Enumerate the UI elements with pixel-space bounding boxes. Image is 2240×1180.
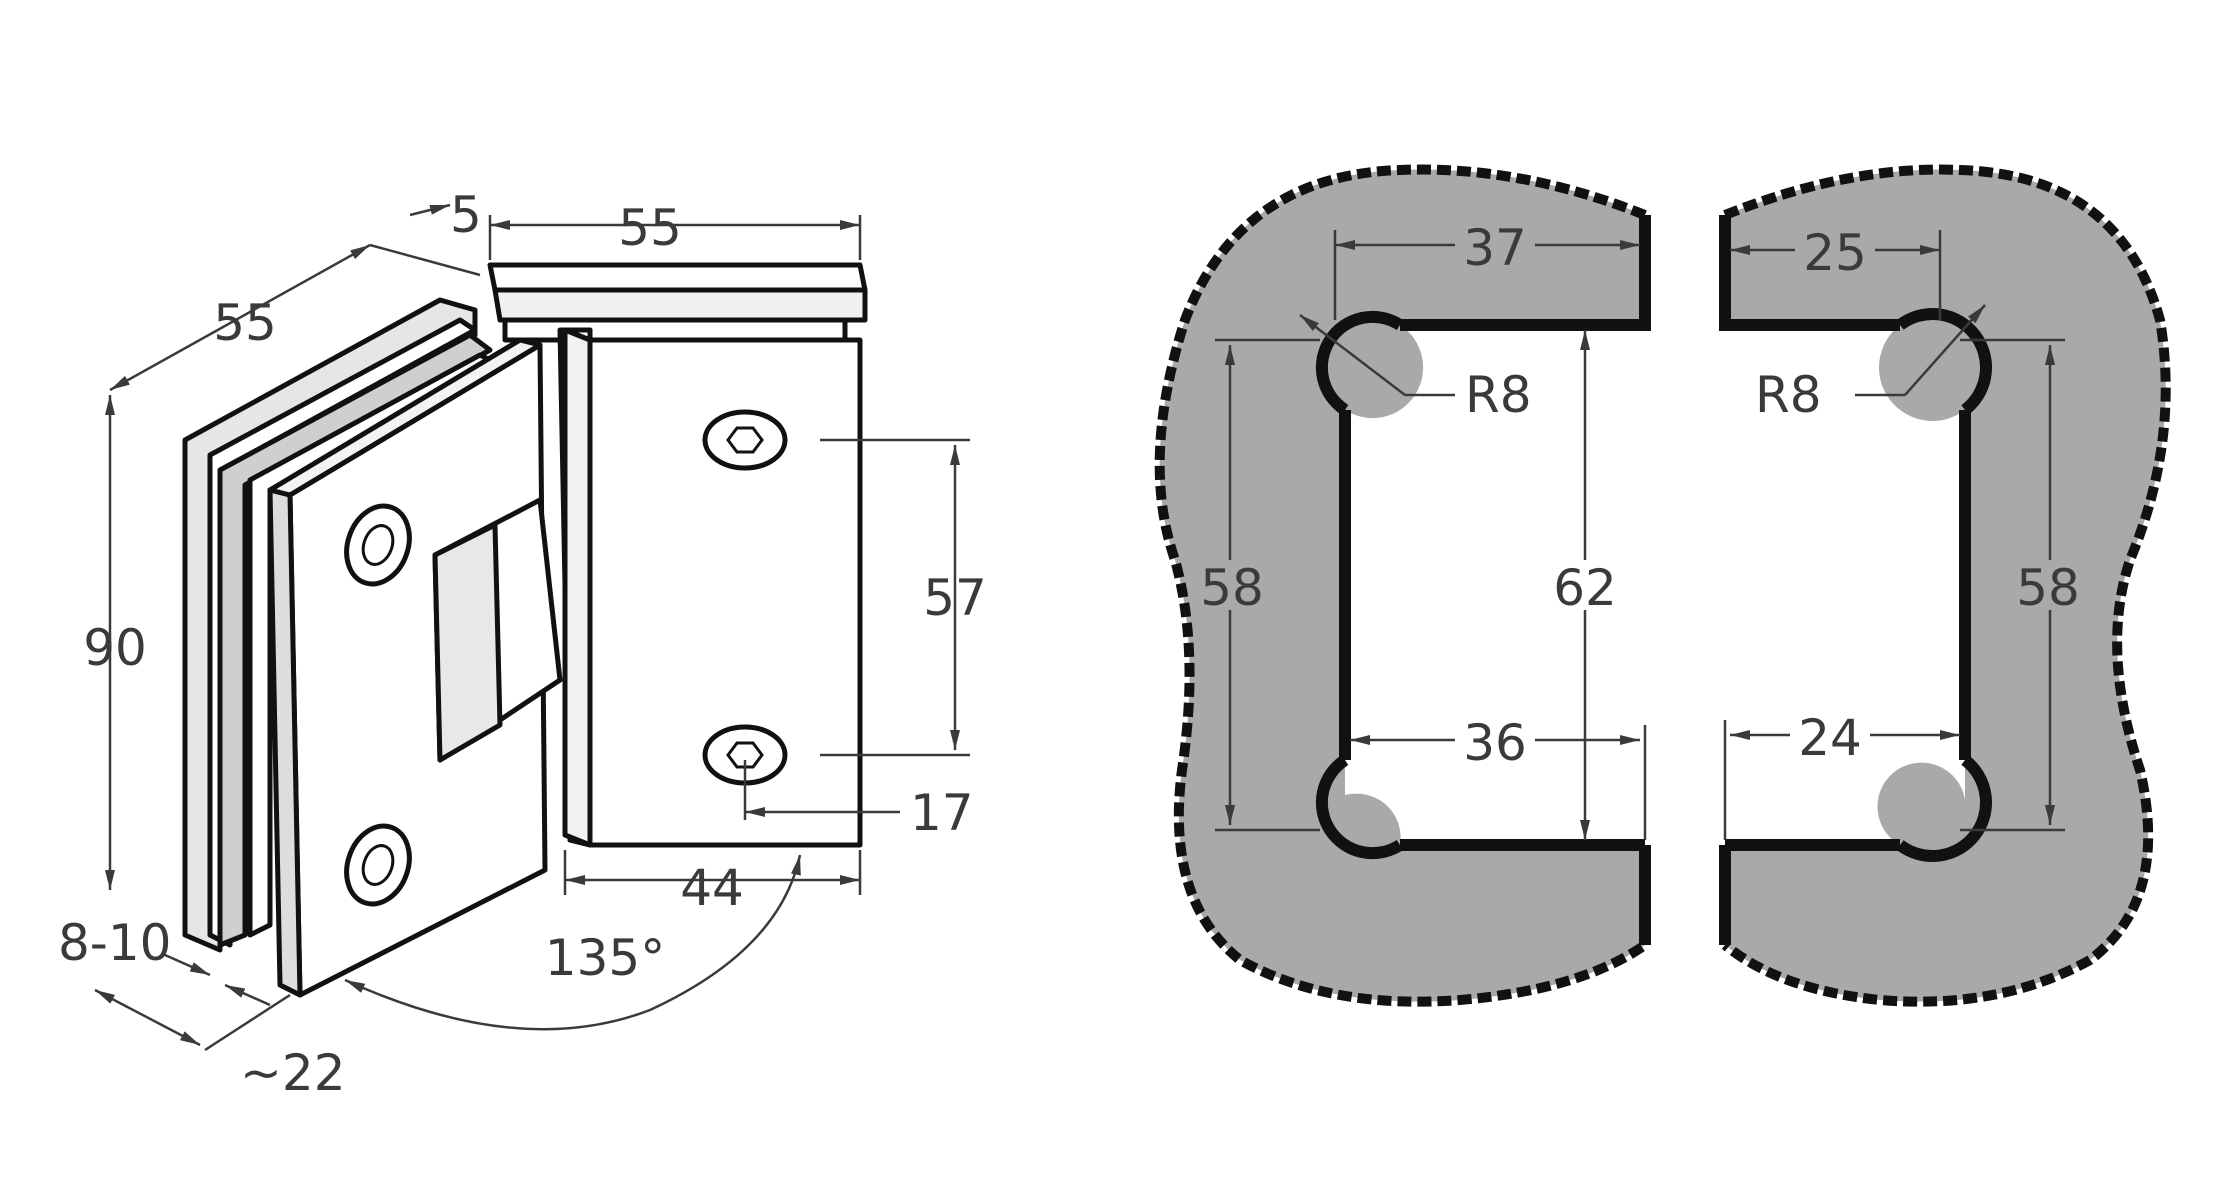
glass-cutout-view: 37 25 R8 R8 58 62 — [1154, 164, 2171, 1007]
dim-height: 90 — [83, 619, 147, 677]
dim-right-top-width: 25 — [1803, 224, 1867, 282]
cutout-dimensions: 37 25 R8 R8 58 62 — [1200, 219, 2085, 840]
dim-left-bottom-width: 36 — [1463, 714, 1527, 772]
dim-width-side: 55 — [213, 294, 277, 352]
right-glass-panel — [1719, 164, 2171, 1007]
dim-left-top-width: 37 — [1463, 219, 1527, 277]
screw-icon — [702, 409, 788, 471]
dim-left-height: 58 — [1200, 559, 1264, 617]
dim-left-radius: R8 — [1465, 366, 1532, 424]
dim-center-height: 62 — [1553, 559, 1617, 617]
hinge-right-plate — [487, 262, 868, 848]
hinge-isometric-view: 55 5 55 90 57 17 44 — [58, 186, 987, 1102]
dim-thickness-top: 5 — [450, 186, 482, 244]
dim-plate-width: 44 — [680, 859, 744, 917]
dim-right-radius: R8 — [1755, 366, 1822, 424]
dim-hole-spacing: 57 — [923, 569, 987, 627]
dim-depth: ~22 — [240, 1044, 346, 1102]
left-glass-panel — [1154, 164, 1651, 1007]
hinge-dimensions: 55 5 55 90 57 17 44 — [58, 186, 987, 1102]
dim-opening-angle: 135° — [545, 929, 665, 987]
screw-icon — [702, 724, 788, 786]
dim-right-height: 58 — [2016, 559, 2080, 617]
dim-width-top: 55 — [618, 199, 682, 257]
dim-hole-offset: 17 — [910, 784, 974, 842]
dim-right-bottom-width: 24 — [1798, 709, 1862, 767]
dim-glass-thickness: 8-10 — [58, 914, 171, 972]
screw-icon — [344, 503, 412, 587]
